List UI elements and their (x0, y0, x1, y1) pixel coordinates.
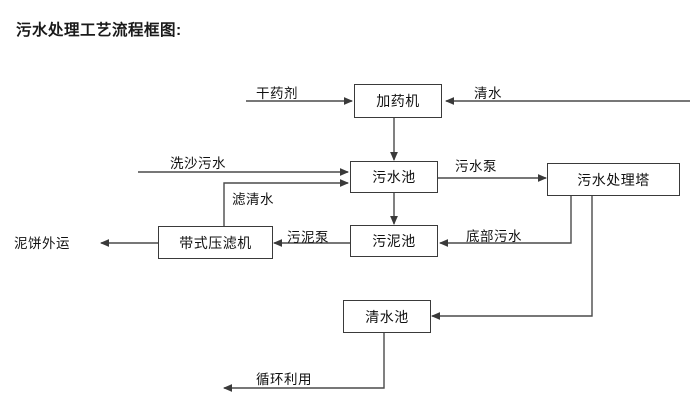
edge-label-dry-chemical: 干药剂 (256, 86, 298, 101)
node-wastewater-pool[interactable]: 污水池 (350, 161, 438, 193)
edge-label-filtered-water: 滤清水 (232, 192, 274, 207)
node-belt-filter-press[interactable]: 带式压滤机 (158, 226, 273, 259)
page-title: 污水处理工艺流程框图: (16, 22, 182, 39)
edge-label-sand-wash-wastewater: 洗沙污水 (170, 156, 226, 171)
edge-label-sewage-pump: 污水泵 (455, 159, 497, 174)
node-label: 带式压滤机 (179, 234, 252, 251)
node-sludge-pool[interactable]: 污泥池 (350, 225, 438, 257)
node-treatment-tower[interactable]: 污水处理塔 (547, 163, 680, 196)
node-label: 清水池 (365, 308, 409, 325)
node-label: 污水池 (372, 169, 416, 185)
node-label: 加药机 (376, 93, 420, 109)
node-label: 污水处理塔 (577, 171, 650, 188)
edge-label-sludge-pump: 污泥泵 (287, 230, 329, 245)
edge-label-bottom-sewage: 底部污水 (466, 229, 522, 244)
edge-label-clean-water-in: 清水 (474, 86, 502, 101)
terminal-label-mud-cake-out: 泥饼外运 (14, 236, 70, 251)
node-label: 污泥池 (372, 233, 416, 249)
node-clean-water-pool[interactable]: 清水池 (343, 300, 431, 333)
terminal-label-recycle-use: 循环利用 (256, 372, 312, 387)
node-dosing-machine[interactable]: 加药机 (354, 84, 442, 118)
